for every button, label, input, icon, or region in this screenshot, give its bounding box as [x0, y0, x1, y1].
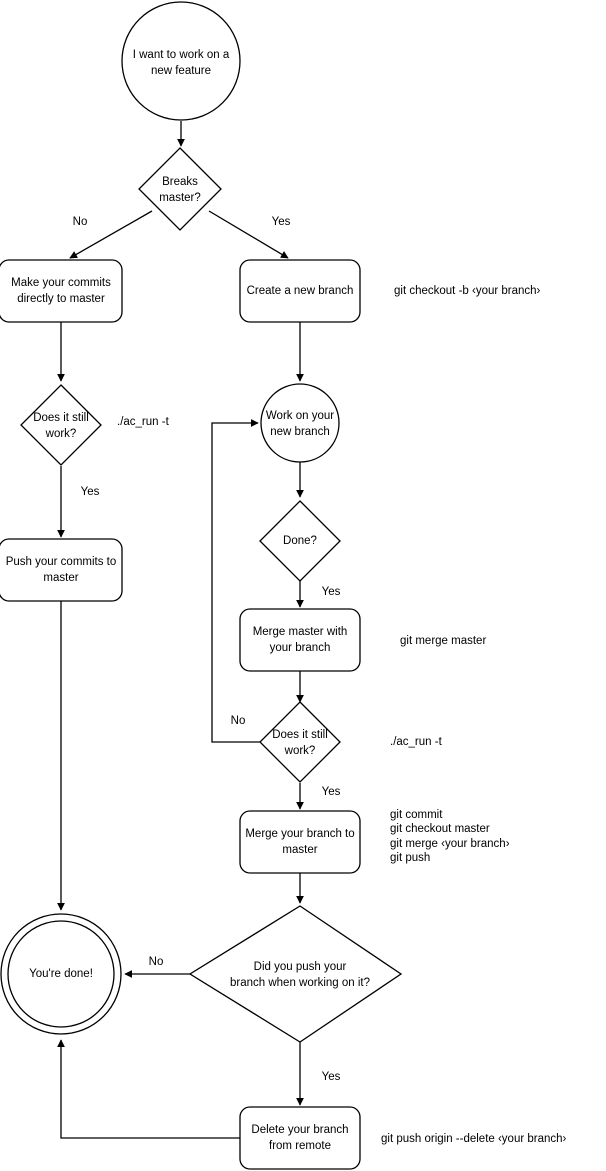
start-circle-shape: [121, 1, 241, 121]
annotations: git checkout -b ‹your branch› ./ac_run -…: [117, 285, 567, 1145]
annotation-git-commit-line1: git commit: [390, 809, 443, 821]
edge-label-breaks-no: No: [73, 216, 88, 228]
start-label-line2: new feature: [151, 65, 211, 77]
commits-directly-master-label-line2: directly to master: [17, 293, 105, 305]
node-create-new-branch[interactable]: Create a new branch: [239, 259, 361, 323]
breaks-master-label-line2: master?: [159, 192, 201, 204]
delete-branch-remote-label-line2: from remote: [269, 1140, 331, 1152]
commits-directly-master-rect-shape: [0, 259, 123, 323]
node-does-it-still-work-middle[interactable]: Does it still work?: [259, 701, 341, 783]
does-it-still-work-middle-label-line2: work?: [284, 745, 316, 757]
node-youre-done[interactable]: You're done!: [0, 913, 122, 1035]
annotation-git-commit-line3: git merge ‹your branch›: [390, 838, 510, 850]
youre-done-label: You're done!: [29, 968, 93, 980]
node-breaks-master[interactable]: Breaks master?: [138, 147, 222, 231]
merge-master-with-branch-label-line1: Merge master with: [253, 626, 348, 638]
edge-stillwork-no-loopback: [211, 419, 260, 743]
does-it-still-work-left-diamond-shape: [20, 384, 102, 466]
merge-master-with-branch-label-line2: your branch: [270, 642, 331, 654]
merge-branch-to-master-rect-shape: [239, 810, 361, 874]
did-you-push-branch-label-line2: branch when working on it?: [230, 977, 370, 989]
edge-breaks-no: [69, 210, 153, 259]
node-merge-master-with-branch[interactable]: Merge master with your branch: [239, 608, 361, 672]
does-it-still-work-left-label-line2: work?: [45, 428, 77, 440]
annotation-git-checkout: git checkout -b ‹your branch›: [394, 285, 541, 297]
delete-branch-remote-rect-shape: [239, 1106, 361, 1170]
merge-branch-to-master-label-line1: Merge your branch to: [245, 828, 354, 840]
node-push-commits-master[interactable]: Push your commits to master: [0, 538, 123, 602]
edge-label-mid-yes: Yes: [322, 786, 341, 798]
does-it-still-work-left-label-line1: Does it still: [33, 412, 89, 424]
work-on-new-branch-label-line1: Work on your: [266, 410, 334, 422]
delete-branch-remote-label-line1: Delete your branch: [251, 1124, 348, 1136]
done-question-diamond-shape: [259, 500, 341, 582]
commits-directly-master-label-line1: Make your commits: [11, 277, 111, 289]
annotation-ac-run-left: ./ac_run -t: [117, 416, 170, 428]
done-question-label: Done?: [283, 535, 317, 547]
push-commits-master-label-line1: Push your commits to: [6, 556, 117, 568]
work-on-new-branch-label-line2: new branch: [270, 426, 329, 438]
push-commits-master-label-line2: master: [43, 572, 78, 584]
edge-label-mid-no: No: [231, 715, 246, 727]
edge-label-left-yes: Yes: [81, 486, 100, 498]
youre-done-inner-circle-shape: [7, 920, 115, 1028]
annotation-git-commit-line4: git push: [390, 852, 430, 864]
node-work-on-new-branch[interactable]: Work on your new branch: [260, 383, 340, 463]
annotation-git-commit-line2: git checkout master: [390, 823, 490, 835]
create-new-branch-label: Create a new branch: [247, 285, 354, 297]
annotation-git-push-delete: git push origin --delete ‹your branch›: [381, 1133, 567, 1145]
edge-labels: No Yes Yes Yes No Yes No Yes: [73, 216, 341, 1083]
node-merge-branch-to-master[interactable]: Merge your branch to master: [239, 810, 361, 874]
does-it-still-work-middle-label-line1: Does it still: [272, 729, 328, 741]
edge-breaks-yes: [208, 210, 289, 259]
edge-label-push-yes: Yes: [322, 1071, 341, 1083]
breaks-master-label-line1: Breaks: [162, 176, 198, 188]
annotation-ac-run-middle: ./ac_run -t: [390, 736, 443, 748]
edge-label-breaks-yes: Yes: [272, 216, 291, 228]
did-you-push-branch-label-line1: Did you push your: [254, 961, 347, 973]
merge-master-with-branch-rect-shape: [239, 608, 361, 672]
work-on-new-branch-circle-shape: [260, 383, 340, 463]
node-start[interactable]: I want to work on a new feature: [121, 1, 241, 121]
node-done-question[interactable]: Done?: [259, 500, 341, 582]
annotation-git-merge-master: git merge master: [400, 635, 486, 647]
merge-branch-to-master-label-line2: master: [282, 844, 317, 856]
does-it-still-work-middle-diamond-shape: [259, 701, 341, 783]
did-you-push-branch-diamond-shape: [188, 905, 403, 1043]
edge-label-done-yes: Yes: [322, 586, 341, 598]
push-commits-master-rect-shape: [0, 538, 123, 602]
edge-delete-to-youredone: [57, 1039, 240, 1139]
node-delete-branch-remote[interactable]: Delete your branch from remote: [239, 1106, 361, 1170]
node-does-it-still-work-left[interactable]: Does it still work?: [20, 384, 102, 466]
node-commits-directly-master[interactable]: Make your commits directly to master: [0, 259, 123, 323]
breaks-master-diamond-shape: [138, 147, 222, 231]
edges: [57, 121, 304, 1139]
edge-label-push-no: No: [149, 956, 164, 968]
create-new-branch-rect-shape: [239, 259, 361, 323]
start-label-line1: I want to work on a: [133, 49, 230, 61]
node-did-you-push-branch[interactable]: Did you push your branch when working on…: [188, 905, 403, 1043]
